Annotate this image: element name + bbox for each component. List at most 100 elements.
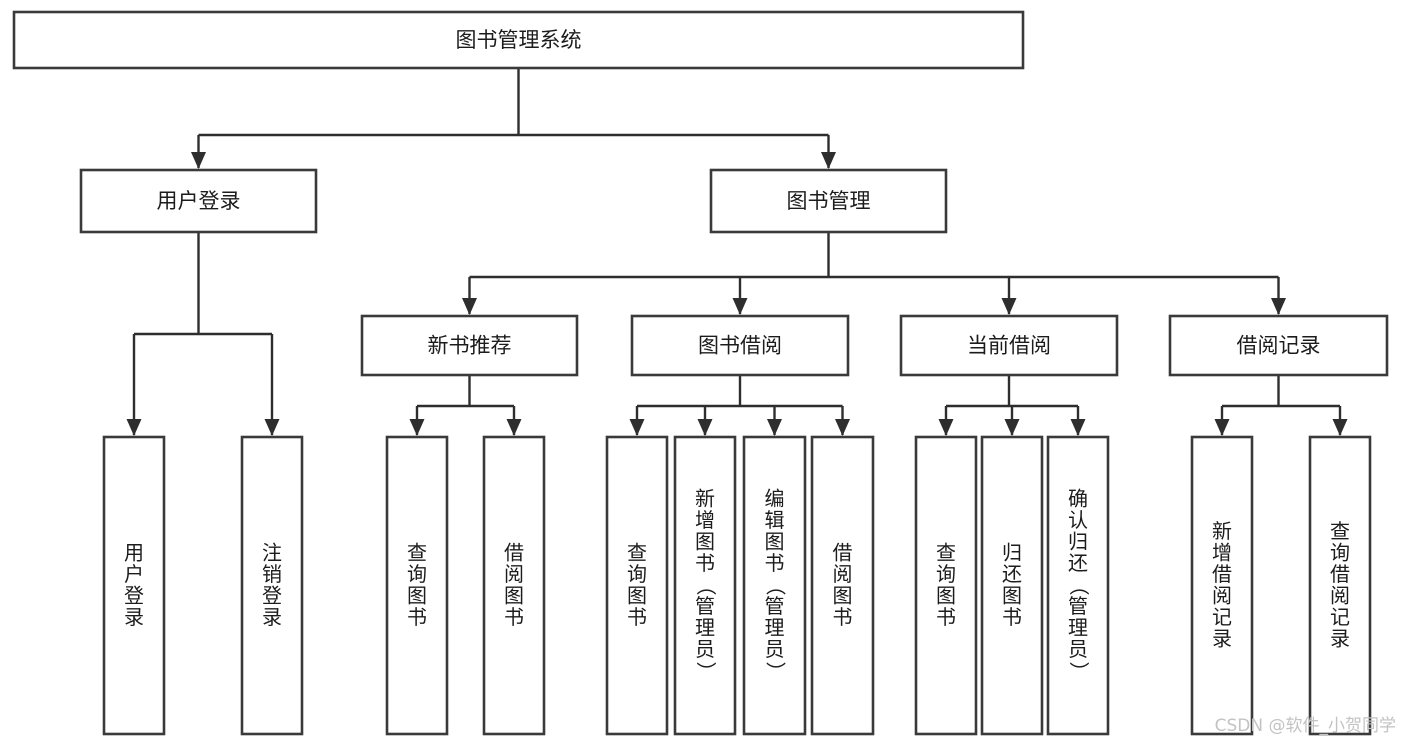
node-label-char: 图 [504, 583, 524, 607]
node-label-char: 员 [765, 637, 785, 661]
node-label-char: 增 [1212, 540, 1232, 564]
node-label-char: 编 [765, 487, 785, 511]
node-label-char: 归 [1068, 530, 1088, 554]
node-label-char: 书 [504, 605, 524, 629]
connector-layer [126, 68, 1348, 436]
node-box[interactable] [1308, 435, 1372, 736]
node-label-char: 图 [765, 530, 785, 554]
node-label-char: 还 [1068, 551, 1088, 575]
node-label-char: 录 [262, 605, 282, 629]
node-label: 用户登录 [157, 189, 241, 213]
node-label-char: （ [694, 576, 718, 596]
node-label-char: 认 [1068, 508, 1088, 532]
node-label-char: ） [764, 662, 788, 682]
node-label-char: 借 [833, 540, 853, 564]
node-label-char: ） [1067, 662, 1091, 682]
node-label-char: 查 [936, 540, 956, 564]
watermark-label: CSDN @软件_小贺同学 [1215, 716, 1396, 736]
node-label-char: 注 [262, 540, 282, 564]
node-label-char: （ [1067, 576, 1091, 596]
level2-node-0[interactable]: 新书推荐 [360, 314, 579, 377]
node-box[interactable] [899, 314, 1119, 377]
arrow-head-icon [821, 152, 836, 169]
node-label-char: 登 [262, 583, 282, 607]
node-box[interactable] [240, 435, 304, 736]
node-label-char: 图 [833, 583, 853, 607]
level2-node-3[interactable]: 借阅记录 [1168, 314, 1389, 377]
node-layer: 图书管理系统用户登录图书管理新书推荐图书借阅当前借阅借阅记录用户登录注销登录查询… [12, 10, 1389, 736]
node-box[interactable] [102, 435, 166, 736]
level1-node-0[interactable]: 用户登录 [79, 168, 318, 234]
node-label-char: 书 [765, 551, 785, 575]
arrow-head-icon [835, 419, 850, 436]
arrow-head-icon [191, 152, 206, 169]
arrow-head-icon [409, 419, 425, 436]
node-label-char: 阅 [833, 562, 853, 586]
node-label-char: 还 [1002, 562, 1022, 586]
node-box[interactable] [385, 435, 449, 736]
node-label-char: 查 [407, 540, 427, 564]
node-label: 图书管理系统 [456, 28, 582, 52]
node-box[interactable] [1168, 314, 1389, 377]
arrow-head-icon [938, 419, 954, 436]
node-label-char: 图 [407, 583, 427, 607]
node-box[interactable] [12, 10, 1025, 70]
node-label-char: 借 [504, 540, 524, 564]
arrow-head-icon [697, 419, 713, 436]
node-box[interactable] [360, 314, 579, 377]
node-label-char: 员 [695, 637, 715, 661]
node-label-char: 管 [695, 594, 715, 618]
node-box[interactable] [630, 314, 850, 377]
node-label: 借阅记录 [1237, 334, 1321, 358]
node-box[interactable] [742, 435, 807, 736]
node-box[interactable] [980, 435, 1044, 736]
node-label-char: 增 [695, 508, 715, 532]
level2-node-1[interactable]: 图书借阅 [630, 314, 850, 377]
node-box[interactable] [1046, 435, 1110, 736]
node-box[interactable] [605, 435, 669, 736]
node-box[interactable] [709, 168, 948, 234]
node-box[interactable] [914, 435, 978, 736]
node-label-char: 登 [124, 583, 144, 607]
node-label-char: 借 [1330, 562, 1350, 586]
node-box[interactable] [810, 435, 875, 736]
node-label-char: 录 [1330, 626, 1350, 650]
level1-node-1[interactable]: 图书管理 [709, 168, 948, 234]
node-label-char: 书 [936, 605, 956, 629]
node-label: 图书借阅 [698, 334, 782, 358]
node-label-char: 书 [627, 605, 647, 629]
arrow-head-icon [1332, 419, 1348, 436]
node-label-char: 理 [765, 616, 785, 640]
node-box[interactable] [482, 435, 546, 736]
arrow-head-icon [767, 419, 782, 436]
node-label: 新书推荐 [428, 334, 512, 358]
arrow-head-icon [462, 298, 477, 315]
node-box[interactable] [673, 435, 737, 736]
root-node-图书管理系统[interactable]: 图书管理系统 [12, 10, 1025, 70]
node-box[interactable] [79, 168, 318, 234]
node-label-char: 管 [765, 594, 785, 618]
node-label-char: 员 [1068, 637, 1088, 661]
leaf-node-0[interactable]: 用户登录 [102, 435, 166, 736]
node-label-char: 新 [1212, 519, 1232, 543]
arrow-head-icon [506, 419, 522, 436]
node-label-char: 阅 [504, 562, 524, 586]
node-label-char: 阅 [1330, 583, 1350, 607]
node-label-char: 新 [695, 487, 715, 511]
node-label-char: 理 [695, 616, 715, 640]
node-label-char: 辑 [765, 508, 785, 532]
node-box[interactable] [1190, 435, 1254, 736]
level2-node-2[interactable]: 当前借阅 [899, 314, 1119, 377]
